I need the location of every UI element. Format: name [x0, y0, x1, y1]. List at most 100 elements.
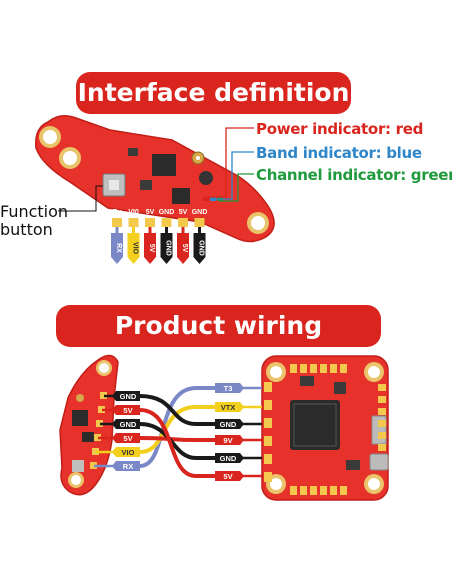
- top-board-pin-label-3: GND: [159, 209, 175, 216]
- right-tag-5v-5: [215, 471, 244, 481]
- right-tag-t3-0: [215, 383, 244, 393]
- fc-top-pad-4: [330, 364, 337, 373]
- top-tag-label-0: RX: [115, 243, 122, 253]
- fc-bottom-pad-0: [290, 486, 297, 495]
- wiring-pad-2: [96, 420, 103, 427]
- fc-right-pad-4: [378, 432, 386, 439]
- fc-right-pad-1: [378, 396, 386, 403]
- top-board-pin-label-0: Rx: [113, 209, 122, 216]
- fc-left-pad-5: [264, 472, 272, 482]
- right-tag-gnd-4: [215, 453, 244, 463]
- vtx-board-wiring-outline: [59, 354, 119, 496]
- indicator-leaders: [206, 127, 254, 202]
- top-pad-1: [128, 218, 139, 227]
- top-tag-rx-0: [111, 233, 123, 264]
- wire-gnd-gnd-upper: [139, 422, 215, 460]
- fc-bottom-pad-5: [340, 486, 347, 495]
- wiring-pad-3: [94, 434, 101, 441]
- left-tag-vio-4: [112, 447, 140, 457]
- fc-top-pad-5: [340, 364, 347, 373]
- function-button-label-line1: Function: [0, 202, 69, 221]
- top-pad-0: [112, 218, 122, 227]
- wiring-pad-4: [92, 448, 99, 455]
- fc-left-pad-2: [264, 418, 272, 428]
- top-board-pin-label-1: VI0: [128, 209, 139, 216]
- top-pad-3: [161, 218, 172, 227]
- fc-right-pad-2: [378, 408, 386, 415]
- wire-vio-vtx: [139, 405, 215, 454]
- fc-top-pad-2: [310, 364, 317, 373]
- function-button-label-line2: button: [0, 220, 53, 239]
- fc-top-pad-1: [300, 364, 307, 373]
- wiring-harness: [139, 386, 215, 478]
- channel-leader-line: [220, 173, 254, 202]
- wire-5v-5v: [139, 408, 215, 478]
- top-tag-gnd-5: [193, 233, 206, 264]
- wire-5v-9v: [139, 436, 215, 442]
- right-tag-label-3: 9V: [223, 436, 232, 445]
- left-tag-label-2: GND: [120, 420, 137, 429]
- vtx-board-top-outline: [35, 115, 275, 243]
- band-indicator-label: Band indicator: blue: [256, 144, 422, 162]
- left-tag-label-1: 5V: [123, 406, 132, 415]
- band-leader-line: [213, 151, 254, 200]
- left-tag-gnd-2: [112, 419, 140, 429]
- right-tag-label-0: T3: [224, 384, 233, 393]
- left-tag-5v-1: [112, 405, 140, 415]
- wiring-pad-5: [90, 462, 97, 469]
- fc-left-pad-1: [264, 400, 272, 410]
- vtx-board-wiring: [59, 354, 119, 496]
- usb-connector: [369, 453, 389, 471]
- power-leader-line: [206, 127, 254, 198]
- flight-controller-board: [261, 355, 389, 501]
- fc-bottom-pad-1: [300, 486, 307, 495]
- right-tag-9v-3: [215, 435, 244, 445]
- wire-rx-t3: [139, 386, 215, 468]
- top-tag-vio-1: [127, 233, 140, 264]
- mic-component: [199, 171, 213, 185]
- left-tag-label-0: GND: [120, 392, 137, 401]
- right-tag-label-5: 5V: [223, 472, 232, 481]
- top-tag-label-1: VIO: [132, 242, 139, 255]
- fc-left-pad-4: [264, 454, 272, 464]
- right-tag-label-1: VTX: [221, 403, 236, 412]
- top-tag-label-2: 5V: [148, 244, 155, 253]
- right-tag-label-2: GND: [220, 420, 237, 429]
- top-board-pin-label-2: 5V: [146, 209, 155, 216]
- power-indicator-label: Power indicator: red: [256, 120, 424, 138]
- top-tag-5v-4: [177, 233, 189, 264]
- fc-top-pad-3: [320, 364, 327, 373]
- function-button-leader-line: [58, 185, 103, 212]
- top-tag-label-3: GND: [165, 240, 172, 256]
- top-tag-label-4: 5V: [181, 244, 188, 253]
- fc-right-pad-3: [378, 420, 386, 427]
- right-tag-gnd-2: [215, 419, 244, 429]
- fc-bottom-pad-4: [330, 486, 337, 495]
- top-pad-5: [194, 218, 205, 227]
- fc-bottom-pad-3: [320, 486, 327, 495]
- product-wiring-banner: Product wiring diagram: [56, 305, 381, 382]
- fc-right-pad-0: [378, 384, 386, 391]
- top-pad-4: [178, 218, 188, 227]
- top-tag-label-5: GND: [198, 240, 205, 256]
- left-tag-label-5: RX: [123, 462, 133, 471]
- main-chip: [152, 154, 176, 176]
- right-tag-label-4: GND: [220, 454, 237, 463]
- interface-definition-banner: Interface definition: [76, 72, 351, 114]
- channel-indicator-label: Channel indicator: green: [256, 166, 452, 184]
- led-power: [203, 197, 209, 201]
- left-tag-label-3: 5V: [123, 434, 132, 443]
- fc-left-pad-0: [264, 382, 272, 392]
- right-tag-vtx-1: [215, 402, 244, 412]
- left-tag-5v-3: [112, 433, 140, 443]
- left-tag-gnd-0: [112, 391, 140, 401]
- top-board-pin-label-4: 5V: [179, 209, 188, 216]
- fc-mcu-chip: [290, 400, 340, 450]
- wiring-pad-1: [98, 406, 105, 413]
- rf-chip: [172, 188, 190, 204]
- fc-bottom-pad-2: [310, 486, 317, 495]
- top-pad-2: [145, 218, 155, 227]
- top-tag-gnd-3: [160, 233, 173, 264]
